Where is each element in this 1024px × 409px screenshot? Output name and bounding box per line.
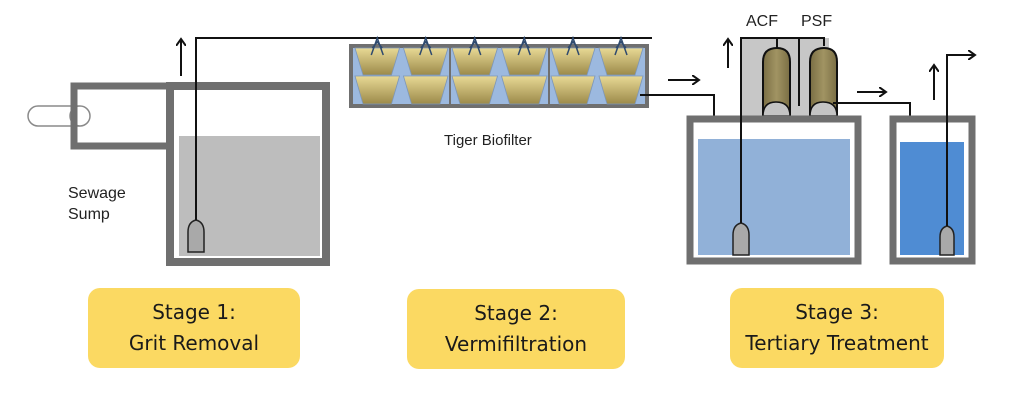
stage-3-subtitle: Tertiary Treatment [745,331,929,355]
final-pump-icon [939,225,955,256]
sprinkler-icon [517,35,531,56]
media-tray [598,75,644,105]
media-tray [598,47,644,76]
stage-3-box: Stage 3: Tertiary Treatment [730,288,944,368]
media-tray [550,47,596,76]
sump-riser-pipe [195,37,652,220]
media-tray [354,47,401,76]
sprinkler-icon [468,35,482,56]
media-tray [500,75,548,105]
tertiary-pump-icon [732,222,750,256]
tertiary-unit [686,37,911,265]
stage-2-box: Stage 2: Vermifiltration [407,289,625,369]
stage-1-title: Stage 1: [152,300,236,324]
sump-pump-icon [187,219,205,253]
media-tray [451,75,499,105]
acf-label: ACF [746,13,778,30]
tiger-biofilter [349,35,649,108]
inlet-pipe [27,105,91,127]
sprinkler-icon [566,35,580,56]
acf-vessel [762,46,791,117]
stage-1-subtitle: Grit Removal [128,331,260,355]
biofilter-label: Tiger Biofilter [444,132,532,149]
treated-outlet-pipe [946,55,974,226]
treated-water-tank [889,55,974,265]
sprinkler-icon [419,35,433,56]
stage-1-box: Stage 1: Grit Removal [88,288,300,368]
sprinkler-icon [370,35,384,56]
sump-label-line1: Sewage [68,185,126,202]
sewage-sump [27,37,652,266]
media-tray [550,75,596,105]
media-tray [402,75,449,105]
stage-3-title: Stage 3: [795,300,879,324]
media-tray [402,47,449,76]
psf-vessel [809,46,838,117]
sump-label-line2: Sump [68,206,110,223]
media-tray [354,75,401,105]
stage-2-title: Stage 2: [474,301,558,325]
media-tray [451,47,499,76]
psf-label: PSF [801,13,832,30]
stage-2-subtitle: Vermifiltration [444,332,588,356]
sprinkler-icon [614,35,628,56]
tertiary-water [698,139,850,255]
media-tray [500,47,548,76]
